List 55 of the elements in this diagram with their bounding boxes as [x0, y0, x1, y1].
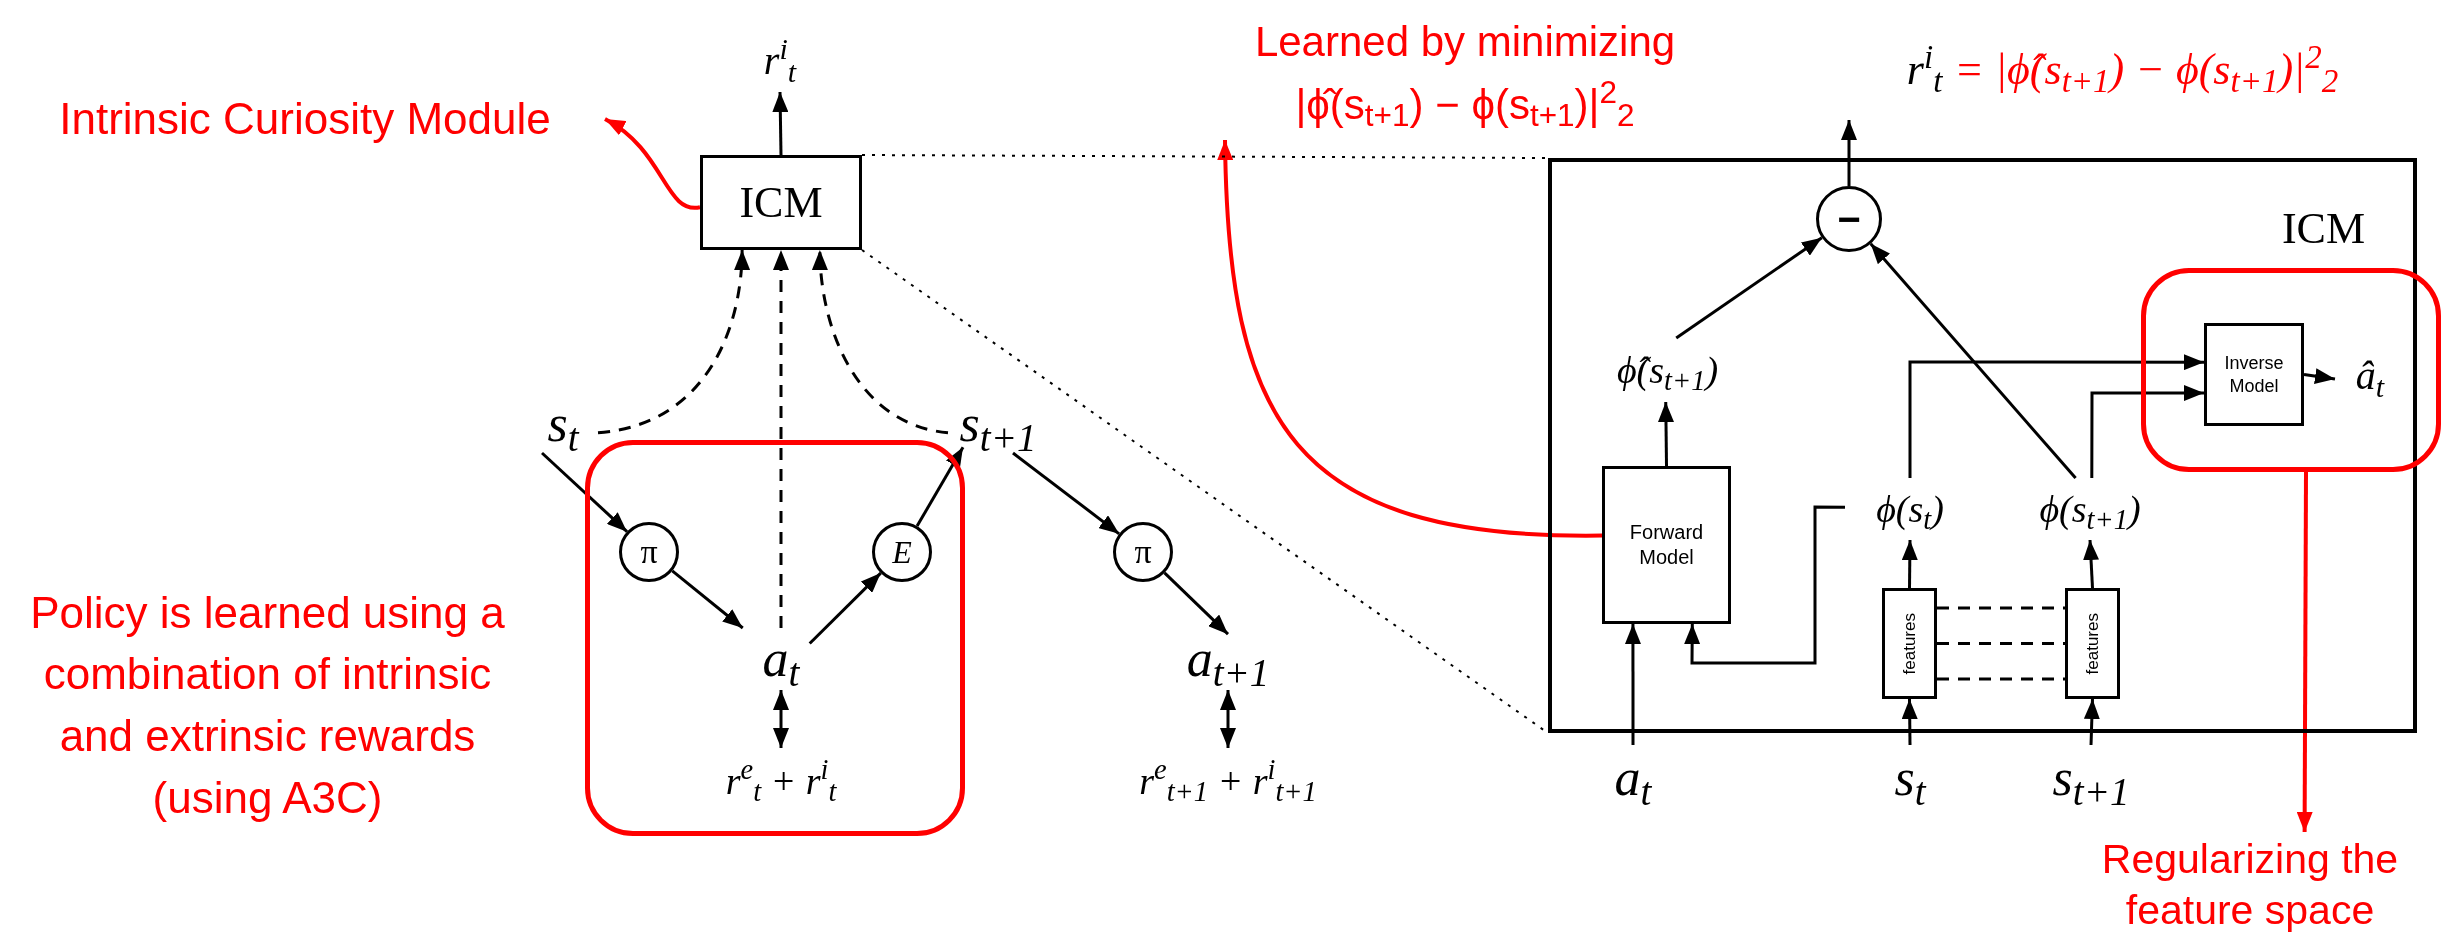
arrow: [1684, 505, 1845, 665]
arrow: [1624, 624, 1641, 745]
feature-box: features: [2065, 588, 2120, 699]
math-label: ϕ̂(s$_{t+1}$): [1616, 347, 1719, 398]
feature-box: features: [1882, 588, 1937, 699]
arrow: [2090, 385, 2204, 478]
arrow: [915, 446, 965, 527]
arrow: [1841, 120, 1857, 186]
math-label: a$_{t}$: [762, 629, 800, 696]
arrow: [808, 572, 882, 645]
arrow: [1675, 236, 1823, 340]
math-label: a$_{t+1}$: [1186, 629, 1270, 696]
dashed-arrow: [812, 249, 949, 435]
dashed-line: [1937, 606, 2065, 610]
arrow: [671, 569, 744, 630]
arrow: [1163, 571, 1230, 636]
arrow: [2296, 472, 2313, 832]
arrow: [2083, 698, 2100, 746]
annotation-text: Regularizing the feature space: [2100, 834, 2400, 935]
model-box: Forward Model: [1602, 466, 1731, 624]
dashed-arrow: [773, 250, 789, 628]
arrow: [1901, 699, 1918, 745]
math-label: ϕ(s$_{t}$): [1876, 486, 1944, 537]
arrow: [1012, 451, 1121, 535]
arrow: [2083, 539, 2100, 589]
math-label: s$_{t+1}$: [2052, 748, 2130, 815]
arrow: [1869, 242, 2077, 479]
panel-title: ICM: [2281, 203, 2365, 255]
arrow: [603, 117, 701, 210]
module-box: ICM: [700, 155, 862, 250]
arrow: [772, 91, 789, 156]
arrow: [541, 451, 628, 533]
arrow: [1217, 139, 1603, 538]
arrow: [1220, 690, 1236, 748]
annotation-text: Intrinsic Curiosity Module: [59, 93, 551, 145]
arrow: [773, 690, 789, 748]
highlight-frame: [585, 440, 965, 836]
math-label: ϕ(s$_{t+1}$): [2039, 486, 2141, 537]
annotation-text: Policy is learned using a combination of intrinsic and extrinsic rewards (using A3C): [29, 586, 506, 824]
arrow: [1908, 354, 2204, 478]
math-label: s$_{t+1}$: [959, 394, 1037, 461]
dashed-line: [1937, 642, 2065, 645]
math-label: â$_{t}$: [2355, 352, 2385, 405]
math-label: s$_{t}$: [1894, 748, 1926, 815]
arrow: [2303, 368, 2336, 385]
math-label: s$_{t}$: [547, 394, 579, 461]
arrow: [1658, 402, 1674, 466]
module-panel: [1548, 158, 2417, 733]
highlight-frame: [2141, 268, 2441, 472]
dashed-arrow: [597, 249, 750, 435]
model-box: Inverse Model: [2204, 323, 2304, 426]
dashed-line: [1937, 677, 2065, 681]
annotation-text: Learned by minimizing: [1254, 16, 1676, 67]
arrow: [1901, 540, 1918, 588]
math-label: a$_{t}$: [1614, 748, 1652, 815]
